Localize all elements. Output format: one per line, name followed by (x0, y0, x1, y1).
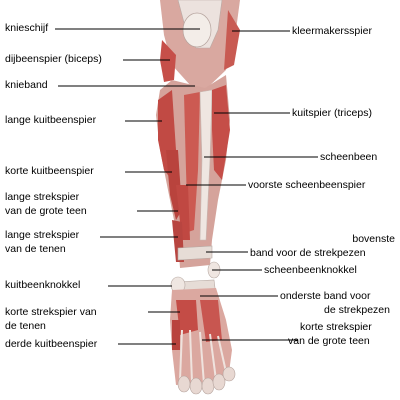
patella (182, 12, 212, 48)
label-voorste-scheenbeenspier: voorste scheenbeenspier (248, 179, 366, 191)
label-korte-strekspier-tenen-1: korte strekspier van (5, 306, 97, 318)
label-bovenste-band-1: bovenste (352, 233, 395, 245)
upper-retinaculum (177, 245, 213, 261)
label-onderste-band-1: onderste band voor (280, 290, 371, 302)
toe-5 (222, 366, 236, 382)
label-knieband: knieband (5, 79, 48, 91)
toe-1 (177, 375, 191, 393)
label-kuitspier: kuitspier (triceps) (292, 107, 372, 119)
label-knieschijf: knieschijf (5, 22, 49, 34)
label-korte-strekspier-grote-teen-1: korte strekspier (300, 321, 372, 333)
toe-3 (201, 377, 215, 395)
label-dijbeenspier: dijbeenspier (biceps) (5, 53, 102, 65)
leader-lines-right (186, 30, 318, 341)
extensor-digitorum-brevis (176, 300, 198, 335)
label-lange-strekspier-tenen-2: van de tenen (5, 243, 66, 255)
toe-4 (212, 373, 226, 391)
gastrocnemius (212, 85, 230, 180)
label-lange-strekspier-tenen-1: lange strekspier (5, 229, 80, 241)
leader-lines-left (55, 28, 200, 345)
label-kleermakersspier: kleermakersspier (292, 25, 372, 37)
label-onderste-band-2: de strekpezen (324, 304, 390, 316)
label-korte-strekspier-grote-teen-2: van de grote teen (288, 335, 370, 347)
biceps-muscle (160, 40, 176, 82)
label-derde-kuitbeenspier: derde kuitbeenspier (5, 338, 98, 350)
label-korte-strekspier-tenen-2: de tenen (5, 320, 46, 332)
label-korte-kuitbeenspier: korte kuitbeenspier (5, 165, 94, 177)
label-bovenste-band-2: band voor de strekpezen (250, 247, 366, 259)
extensor-hallucis-brevis (200, 300, 222, 342)
label-scheenbeenknokkel: scheenbeenknokkel (264, 264, 357, 276)
label-kuitbeenknokkel: kuitbeenknokkel (5, 279, 81, 291)
toe-2 (189, 377, 203, 395)
label-lange-kuitbeenspier: lange kuitbeenspier (5, 114, 97, 126)
toe-tendons (179, 329, 227, 385)
label-lange-strekspier-grote-teen-1: lange strekspier (5, 191, 80, 203)
label-lange-strekspier-grote-teen-2: van de grote teen (5, 205, 87, 217)
label-scheenbeen: scheenbeen (320, 151, 378, 163)
extensor-hallucis (176, 185, 190, 240)
sartorius-muscle (224, 10, 240, 70)
peroneus-tertius (172, 320, 180, 350)
